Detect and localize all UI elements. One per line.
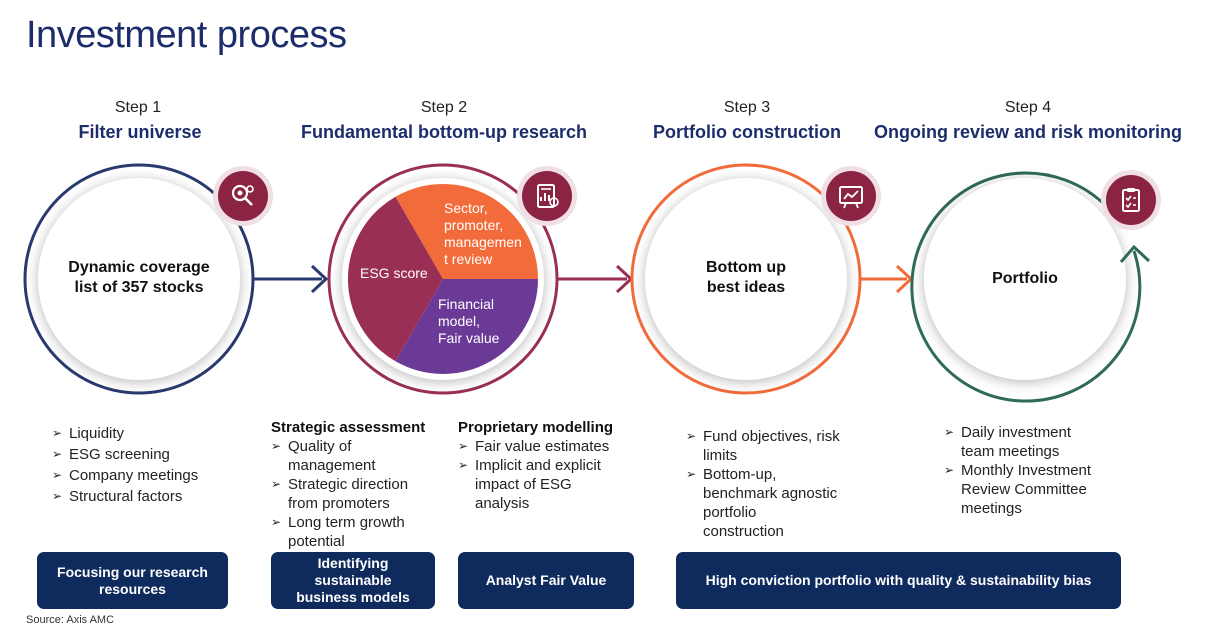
pie-slice-financial	[395, 279, 538, 375]
step-3-number: Step 3	[723, 99, 771, 116]
list-item: Liquidity	[52, 423, 198, 444]
pie-slice-esg	[347, 196, 443, 362]
list-item-line: Implicit and explicit	[475, 457, 601, 474]
page-title: Investment process	[26, 14, 347, 56]
step-3-name: Portfolio construction	[653, 122, 841, 142]
step-2-number: Step 2	[420, 99, 468, 116]
step-1-inner-disc	[38, 178, 240, 380]
step-3-center-line-1: Bottom up	[706, 259, 786, 276]
step-4-loop-arrowhead	[1119, 244, 1151, 263]
step-4-inner-disc	[924, 178, 1126, 380]
list-item-line: analysis	[475, 495, 530, 512]
pie-label-financial-line-3: Fair value	[438, 330, 500, 346]
pie-label-financial-line-2: model,	[438, 313, 481, 329]
badge-line: Focusing our research	[57, 563, 208, 580]
step-3-bullets: Fund objectives, risk limits Bottom-up, be…	[686, 427, 840, 541]
list-item-line: limits	[703, 447, 738, 464]
step-4-ring	[910, 171, 1142, 403]
list-item-line: team meetings	[961, 443, 1060, 460]
portfolio-board-icon	[826, 171, 876, 221]
list-item-line: construction	[703, 523, 784, 540]
pie-label-esg: ESG score	[360, 265, 428, 282]
badge-analyst-fair-value: Analyst Fair Value	[458, 552, 634, 609]
list-item-line: meetings	[961, 500, 1022, 517]
list-item-line: impact of ESG	[475, 476, 572, 493]
list-item: Fund objectives, risk limits	[686, 427, 840, 465]
list-item: ESG screening	[52, 444, 198, 465]
proprietary-modelling-heading: Proprietary modelling	[458, 419, 614, 436]
list-item-line: Review Committee	[961, 481, 1087, 498]
list-item: Daily investment team meetings	[944, 423, 1091, 461]
step-1-number: Step 1	[114, 99, 162, 116]
document-chart-icon	[522, 171, 572, 221]
step-4-center-line-1: Portfolio	[992, 270, 1058, 287]
badge-line: Identifying	[317, 555, 389, 571]
list-item-line: from promoters	[288, 495, 390, 512]
step-4-center-label: Portfolio	[965, 269, 1085, 289]
list-item: Structural factors	[52, 486, 198, 507]
badge-line: resources	[99, 580, 166, 597]
source-note: Source: Axis AMC	[26, 614, 115, 626]
badge-line: Analyst Fair Value	[485, 572, 607, 588]
step-3-inner-disc	[645, 178, 847, 380]
list-item-line: Long term growth	[288, 514, 405, 531]
badge-high-conviction: High conviction portfolio with quality &…	[676, 552, 1121, 609]
step-1-center-line-2: list of 357 stocks	[74, 279, 204, 296]
step-3-center-label: Bottom up best ideas	[676, 258, 816, 298]
list-item-line: Strategic direction	[288, 476, 409, 493]
list-item: Strategic direction from promoters	[271, 475, 408, 513]
list-item-line: Monthly Investment	[961, 462, 1092, 479]
badge-line: High conviction portfolio with quality &…	[705, 572, 1092, 588]
arrow-1-to-2-head	[310, 264, 329, 294]
pie-label-sector: Sector, promoter, managemen t review	[444, 200, 522, 268]
step-2-pie	[347, 183, 538, 375]
pie-label-sector-line-3: managemen	[444, 234, 522, 250]
list-item-line: Fair value estimates	[475, 438, 610, 455]
magnifier-gear-icon	[218, 171, 268, 221]
step-1-name: Filter universe	[78, 122, 202, 142]
step-4-bullets: Daily investment team meetings Monthly In…	[944, 423, 1091, 518]
step-4-name: Ongoing review and risk monitoring	[873, 122, 1183, 142]
pie-label-sector-line-2: promoter,	[444, 217, 504, 233]
step-1-center-label: Dynamic coverage list of 357 stocks	[54, 258, 224, 298]
step-1-bullets: Liquidity ESG screening Company meetings…	[52, 423, 198, 507]
step-2-name: Fundamental bottom-up research	[300, 122, 588, 142]
list-item-line: Quality of	[288, 438, 352, 455]
list-item: Fair value estimates	[458, 437, 609, 456]
list-item-line: Bottom-up,	[703, 466, 777, 483]
badge-line: sustainable	[314, 572, 392, 588]
list-item-line: potential	[288, 533, 345, 550]
list-item: Bottom-up, benchmark agnostic portfolio con…	[686, 465, 840, 541]
list-item: Company meetings	[52, 465, 198, 486]
step-1-center-line-1: Dynamic coverage	[68, 259, 210, 276]
list-item-line: portfolio	[703, 504, 757, 521]
pie-label-financial-line-1: Financial	[438, 296, 495, 312]
strategic-assessment-heading: Strategic assessment	[271, 419, 426, 436]
pie-slice-sector	[395, 183, 538, 279]
list-item-line: management	[288, 457, 376, 474]
pie-label-sector-line-1: Sector,	[444, 200, 488, 216]
clipboard-check-icon	[1106, 175, 1156, 225]
list-item: Implicit and explicit impact of ESG analys…	[458, 456, 609, 513]
pie-label-financial: Financial model, Fair value	[438, 296, 499, 347]
list-item: Long term growth potential	[271, 513, 408, 551]
step-2b-bullets: Fair value estimates Implicit and explic…	[458, 437, 609, 513]
step-3-center-line-2: best ideas	[706, 279, 786, 296]
list-item-line: Fund objectives, risk	[703, 428, 840, 445]
step-4-number: Step 4	[1004, 99, 1052, 116]
badge-line: business models	[296, 589, 410, 605]
pie-label-sector-line-4: t review	[444, 251, 493, 267]
step-2a-bullets: Quality of management Strategic direction…	[271, 437, 408, 551]
list-item-line: benchmark agnostic	[703, 485, 838, 502]
pie-label-esg-line-1: ESG score	[360, 265, 428, 281]
list-item: Quality of management	[271, 437, 408, 475]
list-item-line: Daily investment	[961, 424, 1072, 441]
